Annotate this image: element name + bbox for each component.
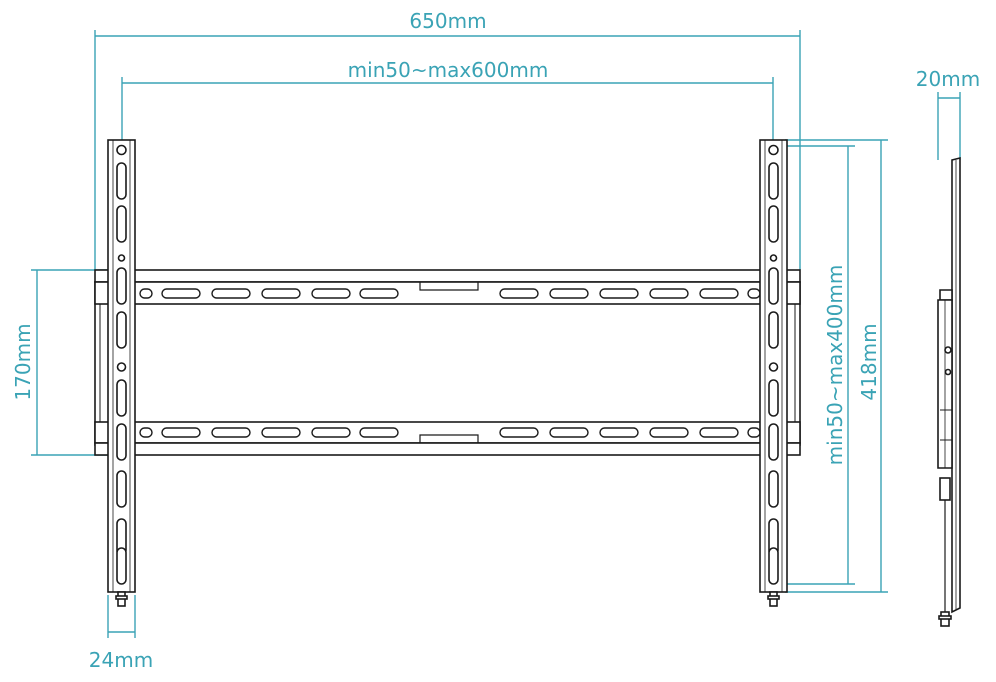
right-arm [759, 139, 788, 607]
wall-depth-label: 20mm [916, 67, 980, 91]
dimension-labels: 650mm min50~max600mm 20mm 24mm 170mm min… [11, 9, 980, 672]
top-rail [94, 269, 801, 305]
vesa-vertical-label: min50~max400mm [823, 265, 847, 466]
rail-slots [139, 288, 761, 438]
overall-width-label: 650mm [409, 9, 486, 33]
vesa-horizontal-label: min50~max600mm [348, 58, 549, 82]
overall-height-label: 418mm [857, 323, 881, 400]
side-view [937, 156, 961, 627]
bottom-rail [94, 421, 801, 456]
right-arm-top-hole [768, 144, 779, 156]
rail-spacing-label: 170mm [11, 323, 35, 400]
plate-backing [94, 281, 801, 446]
left-arm-top-hole [116, 144, 127, 156]
arm-width-label: 24mm [89, 648, 153, 672]
wall-plate [94, 269, 801, 456]
left-arm [107, 139, 136, 607]
